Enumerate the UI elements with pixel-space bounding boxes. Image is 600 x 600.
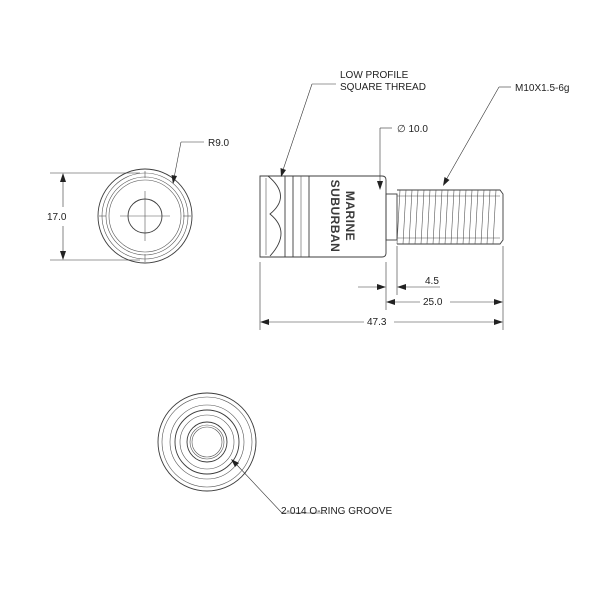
dim-small-label: 4.5 xyxy=(425,276,439,287)
thread-crest xyxy=(450,189,455,245)
thread-spec-label: M10X1.5-6g xyxy=(515,83,569,94)
thread-crest xyxy=(414,189,419,245)
dim-overall-label: 47.3 xyxy=(367,317,387,328)
diameter-label: ∅ 10.0 xyxy=(397,124,428,135)
thread-note-arrow xyxy=(280,168,286,177)
thread-groove-curve xyxy=(267,175,282,257)
dim-overall-arrow-right xyxy=(494,319,503,325)
thread-note-line2: SQUARE THREAD xyxy=(340,82,426,93)
radius-leader-line xyxy=(173,141,182,179)
height-arrow-bottom xyxy=(60,251,66,260)
bottom-groove-outer xyxy=(174,409,240,475)
height-arrow-top xyxy=(60,173,66,182)
threaded-stud xyxy=(396,189,504,245)
dim-overall-label-bg xyxy=(364,315,394,327)
oring-leader-line xyxy=(235,463,283,514)
thread-note-leader xyxy=(282,83,313,171)
thread-crest xyxy=(480,189,485,245)
brand-line-2: MARINE xyxy=(343,191,357,241)
bottom-view: 2-014 O-RING GROOVE xyxy=(157,392,392,517)
thread-crest xyxy=(438,189,443,245)
bottom-groove-inner xyxy=(179,414,235,470)
bottom-ring-1 xyxy=(161,396,253,488)
radius-arrowhead xyxy=(171,175,177,184)
thread-crest xyxy=(396,189,401,245)
dim-stud-arrow-left xyxy=(386,299,395,305)
thread-crest xyxy=(486,189,491,245)
thread-spec-leader xyxy=(445,86,500,181)
thread-crest xyxy=(456,189,461,245)
bottom-bore-inner xyxy=(191,426,223,458)
thread-crest xyxy=(420,189,425,245)
thread-crest-lines xyxy=(396,189,497,245)
thread-crest xyxy=(462,189,467,245)
diameter-arrow xyxy=(377,181,383,190)
dim-small-arrow-right xyxy=(397,284,406,290)
brand-line-1: SUBURBAN xyxy=(328,180,342,253)
dim-small-arrow-left xyxy=(377,284,386,290)
bottom-outer-circle xyxy=(157,392,257,492)
end-view-outer-circle xyxy=(97,168,193,264)
radius-label: R9.0 xyxy=(208,138,230,149)
bottom-bore-thread xyxy=(189,424,225,460)
end-view-ring-3 xyxy=(108,179,182,253)
thread-crest xyxy=(432,189,437,245)
thread-crest xyxy=(492,189,497,245)
thread-crest xyxy=(468,189,473,245)
bottom-ring-2 xyxy=(169,404,245,480)
dim-stud-label: 25.0 xyxy=(423,297,443,308)
stud-outline xyxy=(397,189,504,245)
thread-note-line1: LOW PROFILE xyxy=(340,70,409,81)
thread-crest xyxy=(426,189,431,245)
height-label: 17.0 xyxy=(47,212,67,223)
bottom-bore xyxy=(186,421,228,463)
dim-stud-label-bg xyxy=(420,295,450,307)
side-view: SUBURBAN MARINE LOW PROFILE SQUARE THREA… xyxy=(259,70,569,330)
thread-crest xyxy=(402,189,407,245)
oring-arrow xyxy=(231,459,239,467)
stud-neck xyxy=(385,193,398,241)
thread-crest xyxy=(444,189,449,245)
thread-crest xyxy=(408,189,413,245)
dim-stud-arrow-right xyxy=(494,299,503,305)
body-outline xyxy=(259,175,387,258)
thread-spec-arrow xyxy=(443,177,450,186)
oring-label: 2-014 O-RING GROOVE xyxy=(281,506,392,517)
thread-crest xyxy=(474,189,479,245)
end-view: R9.0 17.0 xyxy=(47,138,230,264)
dim-overall-arrow-left xyxy=(260,319,269,325)
